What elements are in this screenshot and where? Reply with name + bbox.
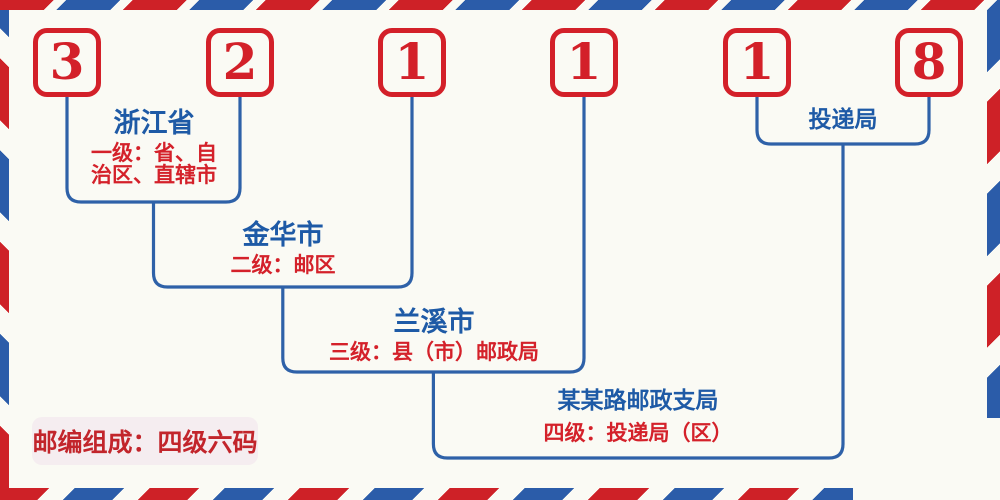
level1-label-group: 浙江省 一级：省、自 治区、直辖市 (91, 109, 217, 187)
composition-badge-text: 邮编组成：四级六码 (32, 428, 258, 457)
digit-box-4: 1 (550, 28, 618, 97)
level4-label-group: 某某路邮政支局 四级：投递局（区） (544, 389, 733, 445)
delivery-office-label-group: 投递局 (809, 108, 878, 132)
airmail-border-right (987, 10, 1000, 418)
level1-desc-line1: 一级：省、自 (91, 142, 217, 165)
digit-box-3: 1 (378, 28, 446, 97)
level2-label-group: 金华市 二级：邮区 (231, 221, 336, 277)
digit-1: 3 (49, 31, 85, 91)
digit-6: 8 (911, 31, 947, 91)
level4-name: 某某路邮政支局 (557, 387, 719, 414)
level3-name: 兰溪市 (393, 307, 475, 338)
delivery-office-label: 投递局 (808, 106, 878, 133)
level3-desc: 三级：县（市）邮政局 (329, 341, 539, 364)
digit-box-2: 2 (206, 28, 274, 97)
digit-4: 1 (566, 31, 602, 91)
digit-box-6: 8 (895, 28, 963, 97)
airmail-border-top (0, 0, 1000, 10)
level4-desc: 四级：投递局（区） (543, 422, 733, 445)
level1-name: 浙江省 (113, 108, 195, 139)
digit-2: 2 (222, 31, 258, 91)
airmail-border-bottom (0, 488, 853, 500)
level3-label-group: 兰溪市 三级：县（市）邮政局 (329, 308, 539, 364)
level2-desc: 二级：邮区 (230, 254, 336, 277)
digit-box-1: 3 (33, 28, 101, 97)
composition-badge: 邮编组成：四级六码 (32, 417, 258, 465)
digit-3: 1 (394, 31, 430, 91)
airmail-border-left (0, 10, 9, 488)
digit-5: 1 (739, 31, 775, 91)
level1-desc: 一级：省、自 治区、直辖市 (91, 143, 217, 187)
level2-name: 金华市 (242, 220, 324, 251)
digit-box-5: 1 (723, 28, 791, 97)
level1-desc-line2: 治区、直辖市 (91, 164, 217, 187)
